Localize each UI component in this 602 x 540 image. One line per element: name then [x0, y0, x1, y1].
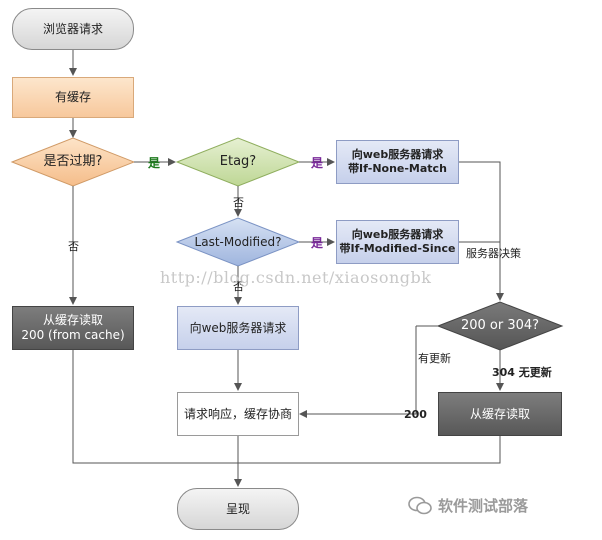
if-modified-since-node: 向web服务器请求 带If-Modified-Since: [336, 220, 459, 264]
response-negotiate-node: 请求响应，缓存协商: [177, 392, 299, 436]
wechat-icon: [408, 496, 432, 516]
lastmod-no-label: 否: [233, 280, 244, 293]
brand-name: 软件测试部落: [438, 497, 529, 515]
last-modified-label: Last-Modified?: [194, 234, 282, 249]
code-200-label: 200: [404, 408, 427, 421]
etag-yes-label: 是: [311, 156, 324, 170]
present-node: 呈现: [177, 488, 299, 530]
if-none-match-node: 向web服务器请求 带If-None-Match: [336, 140, 459, 184]
read-cache-200-node: 从缓存读取 200 (from cache): [12, 306, 134, 350]
etag-label: Etag?: [219, 153, 257, 169]
request-server-node: 向web服务器请求: [177, 306, 299, 350]
status-diamond: [436, 301, 564, 351]
not-updated-label: 304 无更新: [492, 366, 552, 379]
etag-no-label: 否: [233, 196, 244, 209]
watermark-url: http://blog.csdn.net/xiaosongbk: [160, 268, 432, 287]
brand-logo: 软件测试部落: [408, 495, 528, 516]
expired-no-label: 否: [68, 240, 79, 253]
status-check-label: 200 or 304?: [460, 317, 540, 333]
expired-yes-label: 是: [148, 156, 161, 170]
has-cache-node: 有缓存: [12, 77, 134, 118]
browser-request-node: 浏览器请求: [12, 8, 134, 50]
server-decision-label: 服务器决策: [466, 247, 521, 260]
expired-label: 是否过期?: [43, 153, 103, 169]
updated-label: 有更新: [418, 352, 451, 365]
lastmod-yes-label: 是: [311, 236, 324, 250]
read-cache-node: 从缓存读取: [438, 392, 562, 436]
